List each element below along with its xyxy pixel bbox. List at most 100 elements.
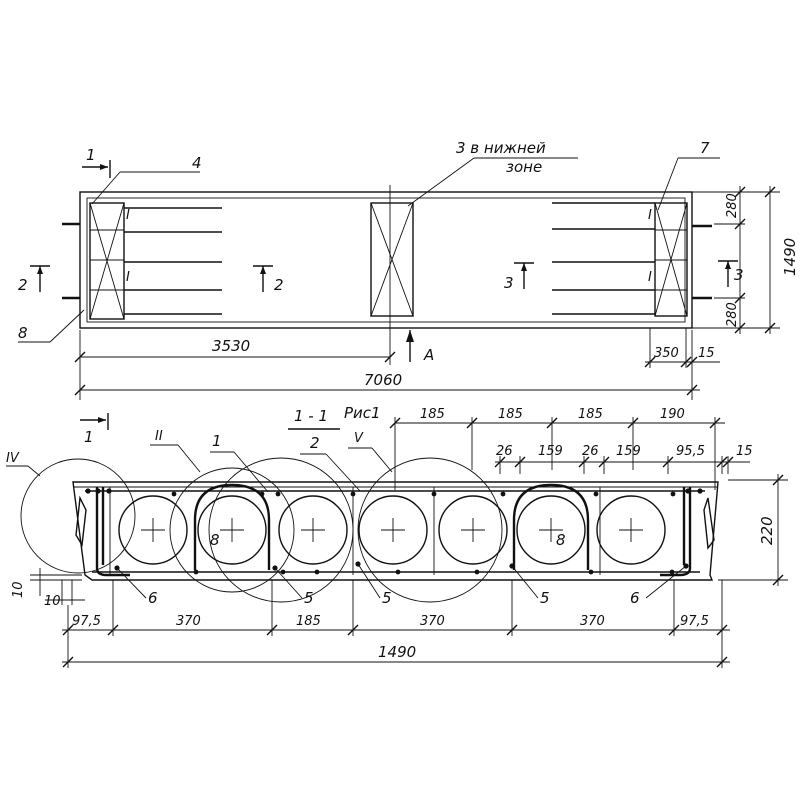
callout-iv: IV [6, 451, 20, 466]
bottom-dim-97-5-left: 97,5 [72, 614, 101, 629]
height-dimension: 220 [718, 474, 788, 586]
section-2-left-label: 2 [18, 276, 28, 294]
slab-outline-outer [79, 191, 693, 329]
sub-dim-26-a: 26 [496, 444, 513, 459]
callout-6-right: 6 [630, 589, 640, 607]
callout-5-a-leader [274, 567, 303, 599]
leader-7 [657, 157, 679, 211]
callout-1: 1 [212, 432, 222, 450]
mark-i-1: I [126, 208, 130, 223]
note-bottom-zone-line1: 3 в нижней [456, 139, 546, 157]
callout-6-right-leader [645, 565, 687, 599]
callout-ii: II [155, 429, 163, 444]
callout-5-b-leader [357, 563, 381, 599]
callout-7: 7 [700, 139, 710, 157]
detail-circle-1 [208, 457, 354, 603]
small-dims-10: 10 10 [11, 568, 85, 609]
bottom-dim-370-c: 370 [580, 614, 605, 629]
section-marker-2-right: 2 [253, 265, 284, 294]
section-marker-3-left: 3 [504, 262, 534, 292]
bottom-dim-370-a: 370 [176, 614, 201, 629]
callout-5-c-leader [511, 565, 539, 599]
bottom-dim-185: 185 [296, 614, 321, 629]
callout-8-right: 8 [556, 531, 566, 549]
note-bottom-zone-line2: зоне [506, 158, 542, 176]
figure-label: Рис1 [344, 404, 381, 422]
dim-1490-plan: 1490 [781, 238, 799, 276]
right-rebars [552, 202, 655, 315]
top-dimension-chain: 185 185 185 190 [389, 407, 725, 490]
section-marker-3-right: 3 [718, 260, 744, 287]
section-3-left-label: 3 [504, 274, 514, 292]
section-marker-1: 1 [82, 146, 111, 178]
section-outline [72, 481, 719, 581]
dim-280-bottom: 280 [725, 302, 740, 327]
bottom-dim-370-b: 370 [420, 614, 445, 629]
right-mesh-panel [654, 202, 688, 317]
callout-5-c: 5 [540, 589, 550, 607]
view-a-label: А [423, 346, 434, 364]
sub-dimension-chain: 26 159 26 159 95,5 15 [494, 444, 753, 474]
dim-220: 220 [758, 516, 776, 545]
core-1 [118, 495, 188, 565]
center-mesh-panel [370, 202, 414, 317]
dim-10-horizontal: 10 [44, 594, 61, 609]
left-key [75, 495, 87, 548]
left-rebars [124, 207, 222, 315]
detail-circle-v [357, 457, 503, 603]
left-mesh-panel [89, 202, 125, 320]
top-dim-2: 185 [498, 407, 523, 422]
core-7 [596, 495, 666, 565]
section-2-right-label: 2 [274, 276, 284, 294]
sub-dim-95-5: 95,5 [676, 444, 705, 459]
dim-280-top: 280 [725, 193, 740, 218]
core-5 [438, 495, 508, 565]
callout-8-left: 8 [210, 531, 220, 549]
sub-dim-15: 15 [736, 444, 753, 459]
hollow-cores [118, 495, 666, 565]
core-2 [197, 495, 267, 565]
callout-4: 4 [192, 154, 202, 172]
callout-6-left: 6 [148, 589, 158, 607]
sub-dim-159-a: 159 [538, 444, 563, 459]
section-view: 1 1 - 1 Рис1 IV II 1 2 V 8 8 6 6 5 5 5 [6, 404, 788, 668]
dim-1490-section: 1490 [378, 643, 416, 661]
dimension-7060: 7060 [74, 330, 700, 400]
callout-v-leader [371, 447, 393, 473]
dim-10-vertical: 10 [11, 581, 26, 598]
section-title: 1 - 1 [294, 407, 328, 425]
callout-ii-leader [177, 444, 201, 473]
mark-i-4: I [648, 270, 652, 285]
detail-circle-ii [169, 467, 295, 593]
sub-dim-26-b: 26 [582, 444, 599, 459]
callout-iv-leader [27, 465, 41, 477]
dim-3530: 3530 [212, 337, 250, 355]
mark-i-2: I [126, 270, 130, 285]
callout-5-a: 5 [304, 589, 314, 607]
dim-7060: 7060 [364, 371, 402, 389]
top-dim-4: 190 [660, 407, 685, 422]
callout-2-leader [325, 453, 361, 492]
section-marker-1-section: 1 [80, 413, 109, 446]
core-6 [516, 495, 586, 565]
leader-3 [407, 157, 475, 207]
dimension-3530: 3530 [74, 330, 396, 400]
bottom-dim-97-5-right: 97,5 [680, 614, 709, 629]
mark-i-3: I [648, 208, 652, 223]
callout-1-leader [233, 451, 269, 493]
dim-15: 15 [698, 346, 715, 361]
leader-4 [91, 171, 121, 205]
callout-v: V [354, 431, 364, 446]
top-dim-3: 185 [578, 407, 603, 422]
core-4 [358, 495, 428, 565]
core-3 [278, 495, 348, 565]
callout-6-left-leader [116, 567, 147, 599]
section-1-label-section: 1 [84, 428, 94, 446]
view-arrow-a: А [406, 330, 434, 364]
section-marker-2-left: 2 [18, 265, 50, 294]
slab-outline-inner [86, 197, 686, 323]
detail-circle-iv [20, 458, 136, 574]
bottom-dimension-chain: 97,5 370 185 370 370 97,5 [62, 580, 730, 668]
rebar-dots [85, 488, 703, 575]
